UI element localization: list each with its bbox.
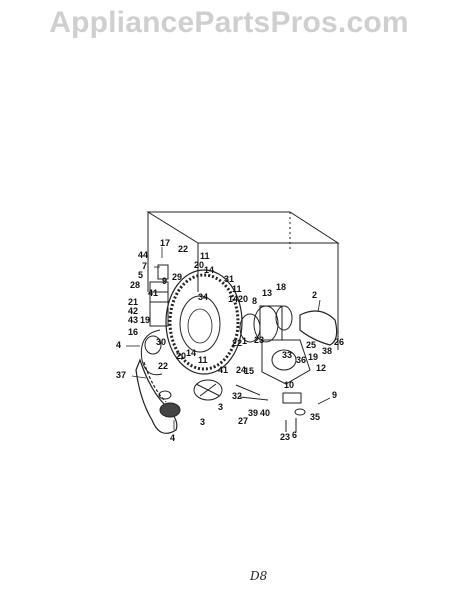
callout: 14 xyxy=(204,265,214,275)
callout: 13 xyxy=(262,288,272,298)
leader-lines xyxy=(126,247,331,430)
callout: 20 xyxy=(176,351,186,361)
callout: 18 xyxy=(276,282,286,292)
front-panel-parts xyxy=(140,264,169,376)
blower-wheel xyxy=(193,379,223,401)
callout: 2 xyxy=(312,290,317,300)
callout: 10 xyxy=(284,380,294,390)
callout: 27 xyxy=(238,416,248,426)
callout: 3 xyxy=(218,402,223,412)
callout: 7 xyxy=(142,261,147,271)
callout: 22 xyxy=(232,338,242,348)
callout: 1 xyxy=(242,336,247,346)
callout: 12 xyxy=(316,363,326,373)
drive-belt xyxy=(135,358,178,434)
callout: 4 xyxy=(170,433,175,443)
callout: 41 xyxy=(218,365,228,375)
callout: 37 xyxy=(116,370,126,380)
callout: 38 xyxy=(322,346,332,356)
callout: 42 xyxy=(128,306,138,316)
callout: 17 xyxy=(160,238,170,248)
callout: 32 xyxy=(232,391,242,401)
callout: 19 xyxy=(308,352,318,362)
callout: 16 xyxy=(128,327,138,337)
callout: 15 xyxy=(244,366,254,376)
callout: 34 xyxy=(198,292,208,302)
callout: 35 xyxy=(310,412,320,422)
callout: 9 xyxy=(332,390,337,400)
callout: 3 xyxy=(200,417,205,427)
callout: 26 xyxy=(334,337,344,347)
callout: 11 xyxy=(200,251,210,261)
callout: 30 xyxy=(156,337,166,347)
callout: 33 xyxy=(282,350,292,360)
callout: 4 xyxy=(116,340,121,350)
callout: 23 xyxy=(280,432,290,442)
callout: 41 xyxy=(148,288,158,298)
callout: 23 xyxy=(254,335,264,345)
callout: 5 xyxy=(138,270,143,280)
motor-assembly xyxy=(239,305,293,343)
callout: 22 xyxy=(178,244,188,254)
callout: 28 xyxy=(130,280,140,290)
callout: 40 xyxy=(260,408,270,418)
callout: 39 xyxy=(248,408,258,418)
callout: 8 xyxy=(252,296,257,306)
dryer-cabinet xyxy=(146,211,340,350)
callout: 25 xyxy=(306,340,316,350)
callout: 19 xyxy=(140,315,150,325)
callout: 22 xyxy=(158,361,168,371)
callout: 6 xyxy=(292,430,297,440)
callout: 11 xyxy=(198,355,208,365)
callout: 21 xyxy=(128,297,138,307)
callout: 20 xyxy=(194,260,204,270)
callout: 9 xyxy=(162,276,167,286)
callout: 20 xyxy=(238,294,248,304)
callout: 44 xyxy=(138,250,148,260)
watermark-logo-text: AppliancePartsPros.com xyxy=(49,6,409,39)
callout: 11 xyxy=(232,284,242,294)
callout: 14 xyxy=(186,348,196,358)
callout: 43 xyxy=(128,315,138,325)
callout: 14 xyxy=(228,294,238,304)
idler-pulley xyxy=(158,390,181,418)
callout: 24 xyxy=(236,365,246,375)
blower-housing xyxy=(261,339,311,385)
callout-labels: 17 44 22 11 7 20 14 5 29 31 28 9 41 13 1… xyxy=(116,238,344,443)
handwritten-stamp: D8 xyxy=(249,569,268,583)
callout: 31 xyxy=(224,274,234,284)
belt-2 xyxy=(299,310,338,346)
small-hardware xyxy=(235,384,306,432)
drum-assembly xyxy=(165,269,243,375)
callout: 36 xyxy=(296,355,306,365)
callout: 29 xyxy=(172,272,182,282)
